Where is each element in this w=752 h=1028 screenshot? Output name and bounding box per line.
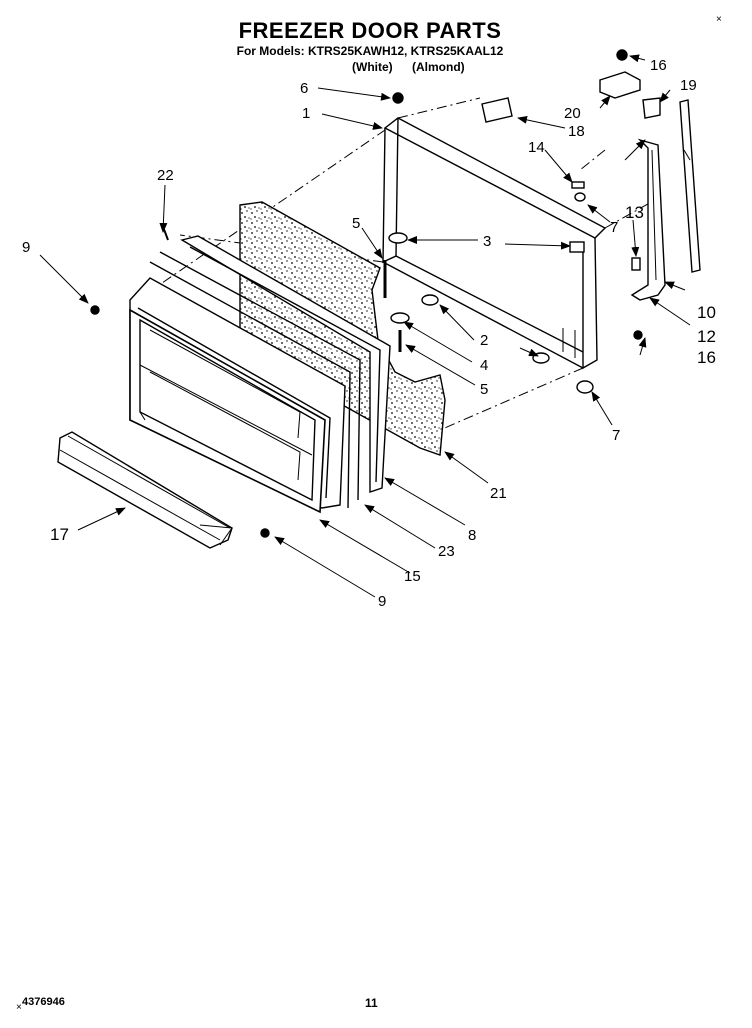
callout-7-lower: 7 [612,427,620,444]
callout-9-left: 9 [22,239,30,256]
callout-2: 2 [480,332,488,349]
page-number: 11 [365,996,378,1010]
callout-6: 6 [300,80,308,97]
page-title: FREEZER DOOR PARTS [238,18,502,43]
corner-mark: × [716,14,722,25]
callout-5-lower: 5 [480,381,488,398]
cap [642,97,661,119]
callout-22: 22 [157,167,174,184]
callout-23: 23 [438,543,455,560]
door-handle [57,431,233,549]
callout-20: 20 [564,105,581,122]
callout-12: 12 [697,327,716,346]
hinge-bracket [630,138,666,301]
hardware [90,49,643,538]
callout-9-bottom: 9 [378,593,386,610]
models-line: For Models: KTRS25KAWH12, KTRS25KAAL12 [236,44,504,58]
callout-14: 14 [528,139,545,156]
callout-8: 8 [468,527,476,544]
callout-17: 17 [50,525,69,544]
door-frame [382,117,607,370]
callout-1: 1 [302,105,310,122]
callout-16-top: 16 [650,57,667,74]
upper-hinge [599,71,641,99]
callout-3-left: 3 [483,233,491,250]
callout-10: 10 [697,303,716,322]
callout-4: 4 [480,357,488,374]
callout-7-upper: 7 [610,219,618,236]
callout-21: 21 [490,485,507,502]
trim-strip [679,99,701,273]
color-white: (White) [352,60,393,74]
callout-18: 18 [568,123,585,140]
part-number: 4376946 [22,996,65,1008]
footer-mark: × [16,1002,22,1013]
color-variants: (White) (Almond) [352,60,481,74]
callout-16-right: 16 [697,348,716,367]
callout-15: 15 [404,568,421,585]
color-almond: (Almond) [412,60,465,74]
callout-5-upper: 5 [352,215,360,232]
door-front [129,308,326,514]
callout-13: 13 [625,203,644,222]
callout-19: 19 [680,77,697,94]
